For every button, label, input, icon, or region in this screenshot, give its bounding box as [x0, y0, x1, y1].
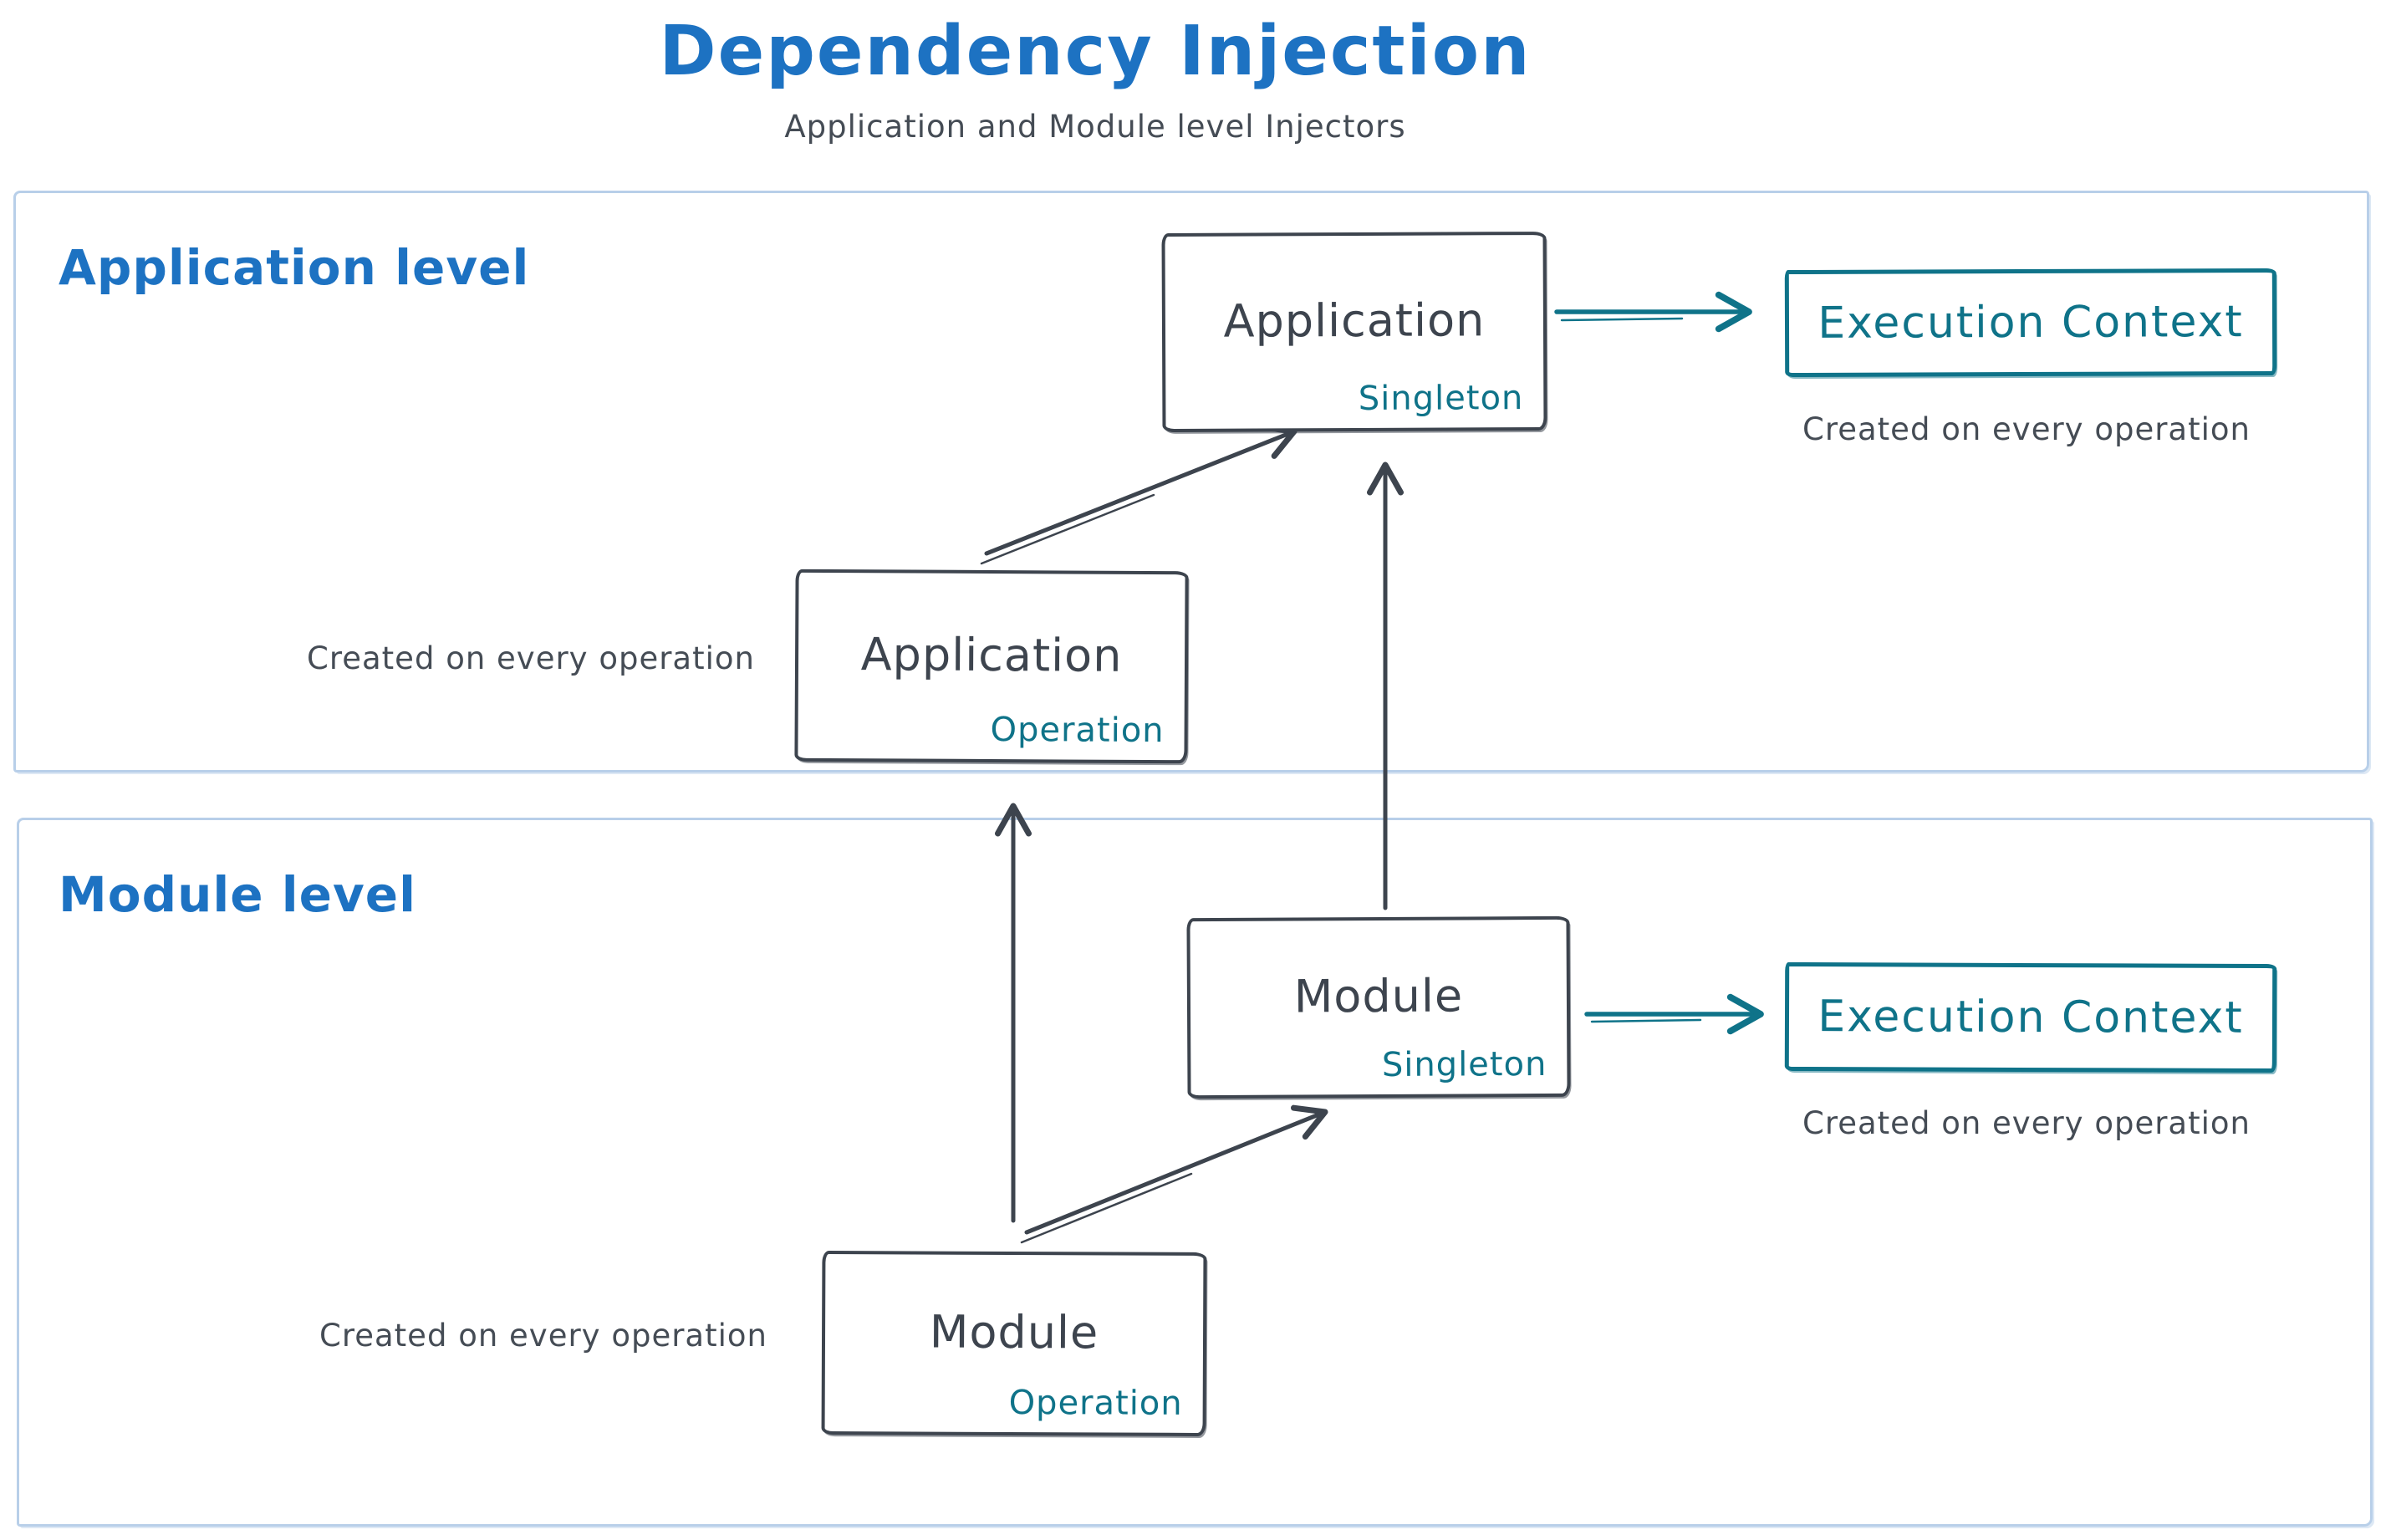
module-level-frame	[17, 818, 2373, 1527]
node-module-singleton-badge: Singleton	[1381, 1044, 1547, 1084]
node-application-singleton: Application Singleton	[1161, 231, 1547, 433]
execution-context-module-title: Execution Context	[1818, 992, 2244, 1043]
node-module-operation-badge: Operation	[1008, 1383, 1183, 1423]
caption-application-operation: Created on every operation	[307, 640, 755, 676]
execution-context-application-title: Execution Context	[1818, 297, 2244, 349]
application-level-frame	[13, 191, 2369, 773]
node-application-singleton-title: Application	[1223, 293, 1486, 348]
page-subtitle: Application and Module level Injectors	[784, 109, 1406, 145]
node-execution-context-module: Execution Context	[1784, 961, 2277, 1073]
node-application-operation-badge: Operation	[990, 710, 1165, 751]
node-application-operation-title: Application	[860, 627, 1123, 682]
node-application-singleton-badge: Singleton	[1358, 379, 1524, 418]
caption-module-execution: Created on every operation	[1802, 1105, 2251, 1141]
node-module-singleton-title: Module	[1293, 968, 1464, 1023]
node-module-singleton: Module Singleton	[1186, 915, 1571, 1099]
node-execution-context-application: Execution Context	[1784, 268, 2277, 378]
node-module-operation-title: Module	[929, 1305, 1099, 1359]
application-level-label: Application level	[59, 239, 530, 296]
module-level-label: Module level	[59, 866, 417, 923]
caption-module-operation: Created on every operation	[319, 1318, 767, 1354]
caption-application-execution: Created on every operation	[1802, 411, 2251, 447]
page-title: Dependency Injection	[659, 12, 1532, 91]
